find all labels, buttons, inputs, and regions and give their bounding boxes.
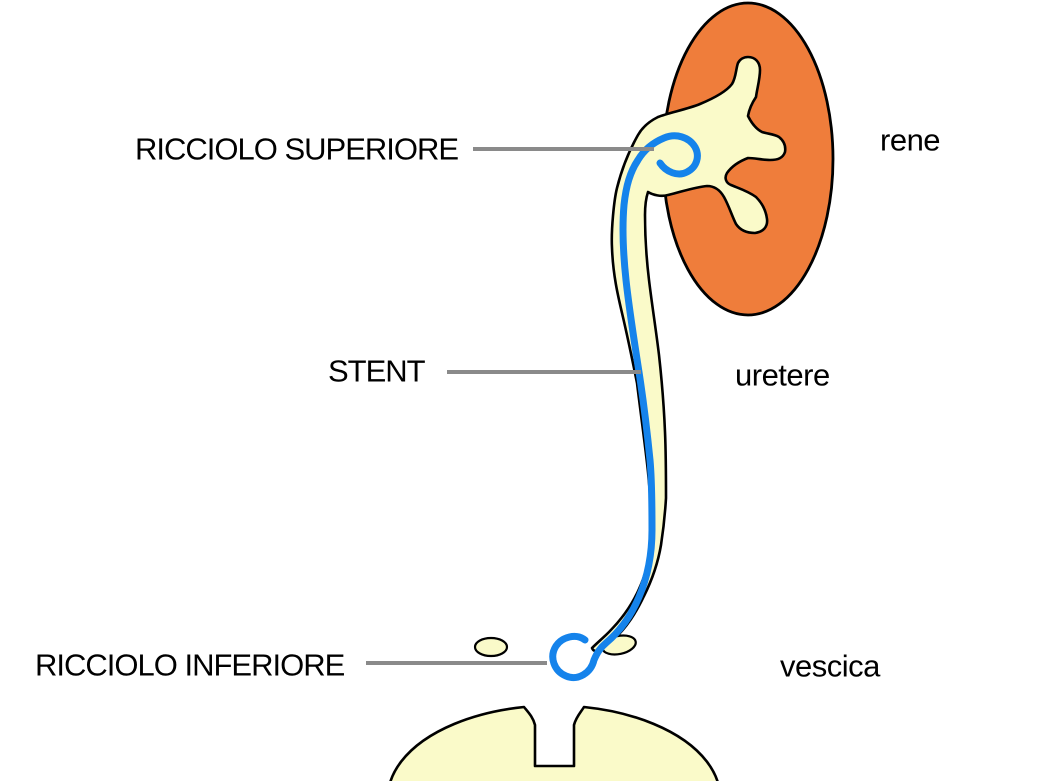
label-upper-curl: RICCIOLO SUPERIORE xyxy=(135,131,459,167)
label-lower-curl: RICCIOLO INFERIORE xyxy=(35,647,345,683)
bladder-shape xyxy=(389,705,719,781)
left-ureteral-orifice xyxy=(473,636,509,658)
renal-pelvis-and-ureter-shape xyxy=(590,55,787,653)
label-stent: STENT xyxy=(328,353,426,389)
label-kidney: rene xyxy=(880,122,941,158)
stent-curve xyxy=(549,132,701,681)
label-ureter: uretere xyxy=(735,357,830,393)
label-bladder: vescica xyxy=(780,648,880,684)
